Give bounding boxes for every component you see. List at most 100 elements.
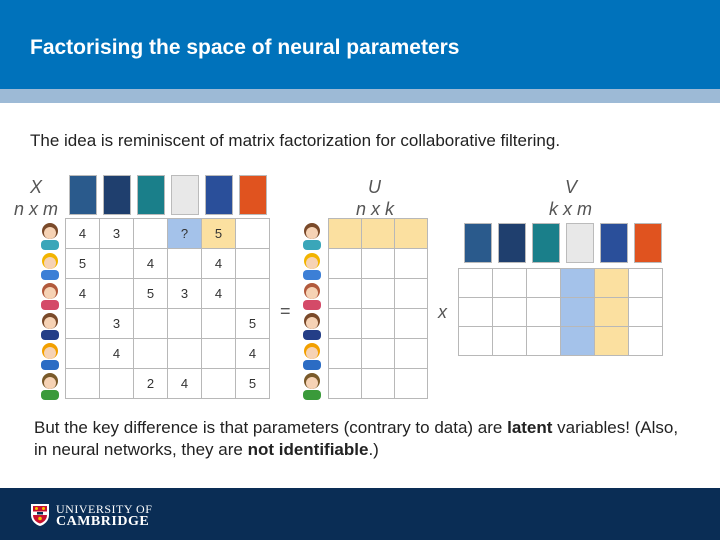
book-cover-6 bbox=[239, 175, 267, 215]
matrix-u-cell bbox=[361, 338, 395, 369]
not-identifiable-emphasis: not identifiable bbox=[247, 440, 369, 459]
book-cover-5 bbox=[205, 175, 233, 215]
matrix-x-cell: 4 bbox=[65, 218, 100, 249]
matrix-u-cell bbox=[328, 248, 362, 279]
matrix-v-cell bbox=[594, 297, 629, 327]
matrix-u-name: U bbox=[368, 177, 381, 197]
matrix-u-cell bbox=[328, 218, 362, 249]
matrix-x-cell bbox=[133, 338, 168, 369]
matrix-x-cell: 5 bbox=[235, 308, 270, 339]
matrix-v-cell bbox=[526, 326, 561, 356]
book-cover-4 bbox=[566, 223, 594, 263]
university-name-line1: UNIVERSITY OF bbox=[56, 502, 153, 516]
matrix-x-cell-unknown: ? bbox=[167, 218, 202, 249]
matrix-x-cell bbox=[65, 368, 100, 399]
bottom-text-part: variables! (Also, in neural networks, th… bbox=[34, 418, 679, 459]
university-name-line2: CAMBRIDGE bbox=[56, 514, 150, 529]
matrix-x-cell bbox=[167, 338, 202, 369]
user-avatar-icon bbox=[41, 313, 59, 340]
matrix-v-cell bbox=[492, 326, 527, 356]
matrix-x-cell bbox=[201, 368, 236, 399]
matrix-x-cell: 4 bbox=[65, 278, 100, 309]
matrix-u-cell bbox=[394, 218, 428, 249]
matrix-v-cell bbox=[526, 268, 561, 298]
matrix-x-cell: 4 bbox=[201, 278, 236, 309]
matrix-v-cell bbox=[594, 326, 629, 356]
matrix-v-cell bbox=[560, 268, 595, 298]
matrix-x-cell bbox=[201, 338, 236, 369]
matrix-u-cell bbox=[361, 218, 395, 249]
matrix-x-cell: 5 bbox=[201, 218, 236, 249]
bottom-text-part: .) bbox=[368, 440, 379, 459]
matrix-x-cell bbox=[167, 308, 202, 339]
matrix-x-cell: 4 bbox=[99, 338, 134, 369]
matrix-v-cell bbox=[628, 297, 663, 327]
matrix-u-cell bbox=[394, 338, 428, 369]
matrix-x-cell bbox=[235, 278, 270, 309]
book-cover-1 bbox=[69, 175, 97, 215]
matrix-u-cell bbox=[328, 278, 362, 309]
matrix-v-cell bbox=[458, 268, 493, 298]
matrix-u-cell bbox=[361, 368, 395, 399]
multiply-sign: x bbox=[438, 302, 447, 322]
book-cover-3 bbox=[137, 175, 165, 215]
matrix-u-cell bbox=[328, 308, 362, 339]
book-cover-3 bbox=[532, 223, 560, 263]
matrix-x-dims: n x m bbox=[14, 199, 59, 219]
matrix-v-cell bbox=[492, 297, 527, 327]
matrix-x-cell: 3 bbox=[167, 278, 202, 309]
matrix-v-cell bbox=[628, 268, 663, 298]
header-stripe bbox=[0, 89, 720, 103]
user-avatar-icon bbox=[41, 283, 59, 310]
matrix-x-cell bbox=[133, 218, 168, 249]
matrix-v-cell bbox=[492, 268, 527, 298]
matrix-x-cell bbox=[235, 218, 270, 249]
slide-title: Factorising the space of neural paramete… bbox=[30, 36, 460, 59]
matrix-v-cell bbox=[560, 297, 595, 327]
matrix-x-cell: 3 bbox=[99, 218, 134, 249]
matrix-v-cell bbox=[458, 326, 493, 356]
book-cover-1 bbox=[464, 223, 492, 263]
matrix-x-grid: 4 3 ? 5 5 4 4 4 5 3 4 3 bbox=[65, 218, 270, 399]
user-avatar-icon bbox=[41, 253, 59, 280]
matrix-x-cell bbox=[99, 248, 134, 279]
matrix-x-cell bbox=[99, 278, 134, 309]
matrix-u-cell bbox=[361, 308, 395, 339]
matrix-x-cell bbox=[99, 368, 134, 399]
user-avatar-icon bbox=[303, 343, 321, 370]
equals-sign: = bbox=[280, 301, 291, 321]
matrix-v-grid bbox=[458, 268, 663, 356]
matrix-u-cell bbox=[328, 368, 362, 399]
user-avatar-icon bbox=[41, 373, 59, 400]
matrix-x-cell: 4 bbox=[133, 248, 168, 279]
matrix-u-dims: n x k bbox=[356, 199, 395, 219]
user-avatar-icon bbox=[303, 223, 321, 250]
matrix-v-cell bbox=[526, 297, 561, 327]
matrix-x-cell bbox=[167, 248, 202, 279]
matrix-u-cell bbox=[394, 248, 428, 279]
matrix-x-cell bbox=[65, 308, 100, 339]
user-avatar-icon bbox=[303, 313, 321, 340]
matrix-v-cell bbox=[458, 297, 493, 327]
matrix-x-cell: 2 bbox=[133, 368, 168, 399]
university-crest-icon bbox=[31, 504, 49, 526]
matrix-x-cell: 4 bbox=[167, 368, 202, 399]
latent-emphasis: latent bbox=[507, 418, 553, 437]
matrix-u-cell bbox=[328, 338, 362, 369]
matrix-v-cell bbox=[594, 268, 629, 298]
matrix-v-dims: k x m bbox=[549, 199, 592, 219]
matrix-x-cell bbox=[65, 338, 100, 369]
matrix-x-cell: 5 bbox=[65, 248, 100, 279]
matrix-x-cell bbox=[235, 248, 270, 279]
matrix-x-cell: 5 bbox=[133, 278, 168, 309]
slide-footer bbox=[0, 488, 720, 540]
book-cover-4 bbox=[171, 175, 199, 215]
matrix-u-cell bbox=[361, 248, 395, 279]
matrix-u-cell bbox=[361, 278, 395, 309]
user-avatar-icon bbox=[41, 223, 59, 250]
intro-text: The idea is reminiscent of matrix factor… bbox=[30, 131, 561, 150]
matrix-u-cell bbox=[394, 368, 428, 399]
matrix-v-name: V bbox=[565, 177, 578, 197]
matrix-x-cell: 3 bbox=[99, 308, 134, 339]
matrix-x-cell: 5 bbox=[235, 368, 270, 399]
